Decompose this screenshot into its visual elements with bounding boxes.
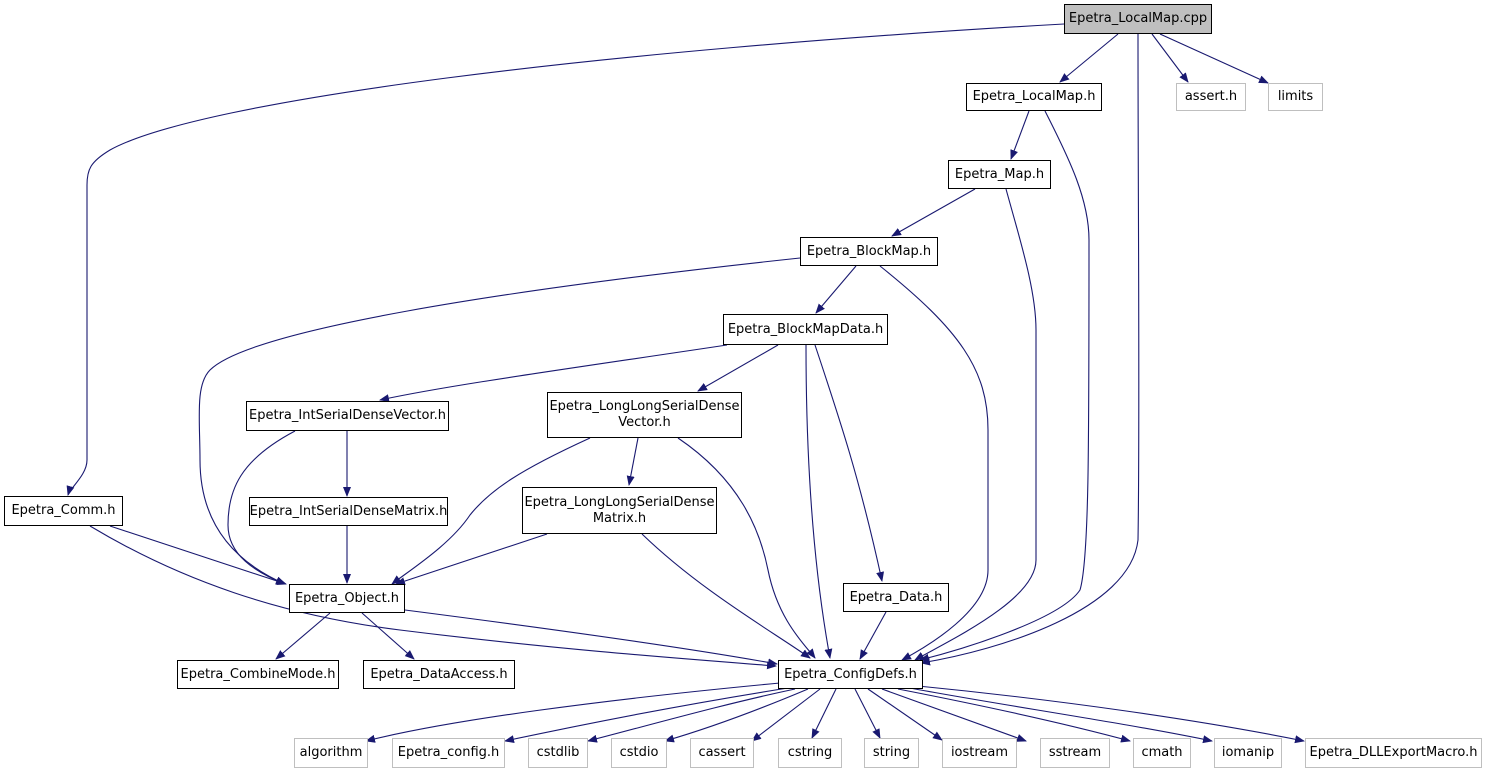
node-llvec-line2: Vector.h (618, 415, 671, 430)
edge-object-combinemode (275, 612, 331, 660)
edge-configdefs-cstdio (664, 688, 809, 743)
edge-intvec-object (227, 430, 296, 585)
edge-root-assert (1151, 33, 1189, 83)
edge-comm-object (109, 525, 287, 585)
node-epetra-dataaccess-h[interactable]: Epetra_DataAccess.h (363, 660, 515, 689)
edge-configdefs-cstring (811, 688, 837, 739)
node-cstdio[interactable]: cstdio (611, 738, 667, 768)
edge-configdefs-cmath (897, 688, 1131, 743)
edge-blockmapdata-intvec (379, 344, 728, 403)
node-epetra-localmap-cpp[interactable]: Epetra_LocalMap.cpp (1064, 4, 1212, 34)
node-cassert[interactable]: cassert (690, 738, 754, 768)
node-llvec-line1: Epetra_LongLongSerialDense (549, 399, 740, 414)
edge-configdefs-config (504, 687, 789, 744)
edge-llvec-configdefs (677, 437, 816, 659)
edge-object-dataaccess (361, 612, 415, 660)
node-assert-h[interactable]: assert.h (1176, 83, 1246, 111)
edge-llmat-configdefs (641, 533, 811, 659)
node-epetra-map-h[interactable]: Epetra_Map.h (948, 160, 1051, 189)
edge-blockmap-configdefs (879, 265, 989, 661)
edge-root-limits (1159, 33, 1269, 84)
edge-llvec-object (391, 437, 591, 585)
node-cstring[interactable]: cstring (778, 738, 842, 768)
edge-blockmap-blockmapdata (815, 265, 857, 314)
edge-configdefs-algorithm (365, 682, 781, 743)
node-iomanip[interactable]: iomanip (1214, 738, 1282, 768)
node-epetra-blockmapdata-h[interactable]: Epetra_BlockMapData.h (723, 314, 888, 345)
edge-blockmapdata-configdefs (805, 344, 833, 659)
node-cmath[interactable]: cmath (1133, 738, 1191, 768)
edge-configdefs-string (854, 688, 881, 739)
node-epetra-comm-h[interactable]: Epetra_Comm.h (4, 496, 123, 526)
edge-configdefs-iostream (867, 688, 943, 741)
node-epetra-combinemode-h[interactable]: Epetra_CombineMode.h (177, 660, 339, 689)
node-epetra-longlongserialdensematrix-h[interactable]: Epetra_LongLongSerialDense Matrix.h (522, 487, 717, 534)
edge-configdefs-sstream (881, 688, 1027, 742)
node-epetra-blockmap-h[interactable]: Epetra_BlockMap.h (800, 237, 938, 266)
edge-llmat-object (395, 533, 548, 585)
edge-object-configdefs (404, 609, 778, 667)
edge-root-localmap (1059, 33, 1119, 83)
node-string[interactable]: string (864, 738, 919, 768)
edge-map-configdefs (914, 188, 1037, 661)
node-algorithm[interactable]: algorithm (294, 738, 368, 768)
node-limits[interactable]: limits (1268, 83, 1323, 111)
node-cstdlib[interactable]: cstdlib (528, 738, 588, 768)
node-epetra-intserialdensematrix-h[interactable]: Epetra_IntSerialDenseMatrix.h (249, 497, 448, 526)
edge-localmap-configdefs (919, 110, 1090, 662)
node-epetra-longlongserialdensevector-h[interactable]: Epetra_LongLongSerialDense Vector.h (547, 392, 742, 438)
edge-blockmapdata-data (814, 344, 884, 582)
edge-root-comm (66, 23, 1065, 496)
node-epetra-data-h[interactable]: Epetra_Data.h (843, 583, 949, 612)
edge-blockmap-object (198, 257, 801, 585)
edge-llvec-llmat (626, 437, 639, 486)
edge-data-configdefs (859, 611, 887, 660)
node-epetra-configdefs-h[interactable]: Epetra_ConfigDefs.h (778, 660, 923, 689)
edge-localmap-map (1010, 110, 1030, 160)
node-llmat-line2: Matrix.h (592, 510, 647, 526)
edge-configdefs-cstdlib (587, 688, 796, 743)
edge-configdefs-cassert (751, 688, 821, 742)
edge-map-blockmap (891, 188, 976, 237)
node-epetra-dllexportmacro-h[interactable]: Epetra_DLLExportMacro.h (1305, 738, 1482, 768)
edge-comm-configdefs (89, 525, 777, 670)
edge-configdefs-dllexport (917, 685, 1305, 744)
node-epetra-object-h[interactable]: Epetra_Object.h (289, 584, 405, 613)
node-iostream[interactable]: iostream (942, 738, 1017, 768)
node-epetra-localmap-h[interactable]: Epetra_LocalMap.h (966, 83, 1102, 111)
node-llmat-line1: Epetra_LongLongSerialDense (524, 494, 715, 510)
node-epetra-intserialdensevector-h[interactable]: Epetra_IntSerialDenseVector.h (246, 401, 449, 431)
node-sstream[interactable]: sstream (1040, 738, 1110, 768)
edge-root-configdefs (920, 33, 1140, 666)
edge-blockmapdata-llvec (697, 344, 779, 392)
node-epetra-config-h[interactable]: Epetra_config.h (392, 738, 505, 768)
edge-configdefs-iomanip (909, 687, 1213, 744)
